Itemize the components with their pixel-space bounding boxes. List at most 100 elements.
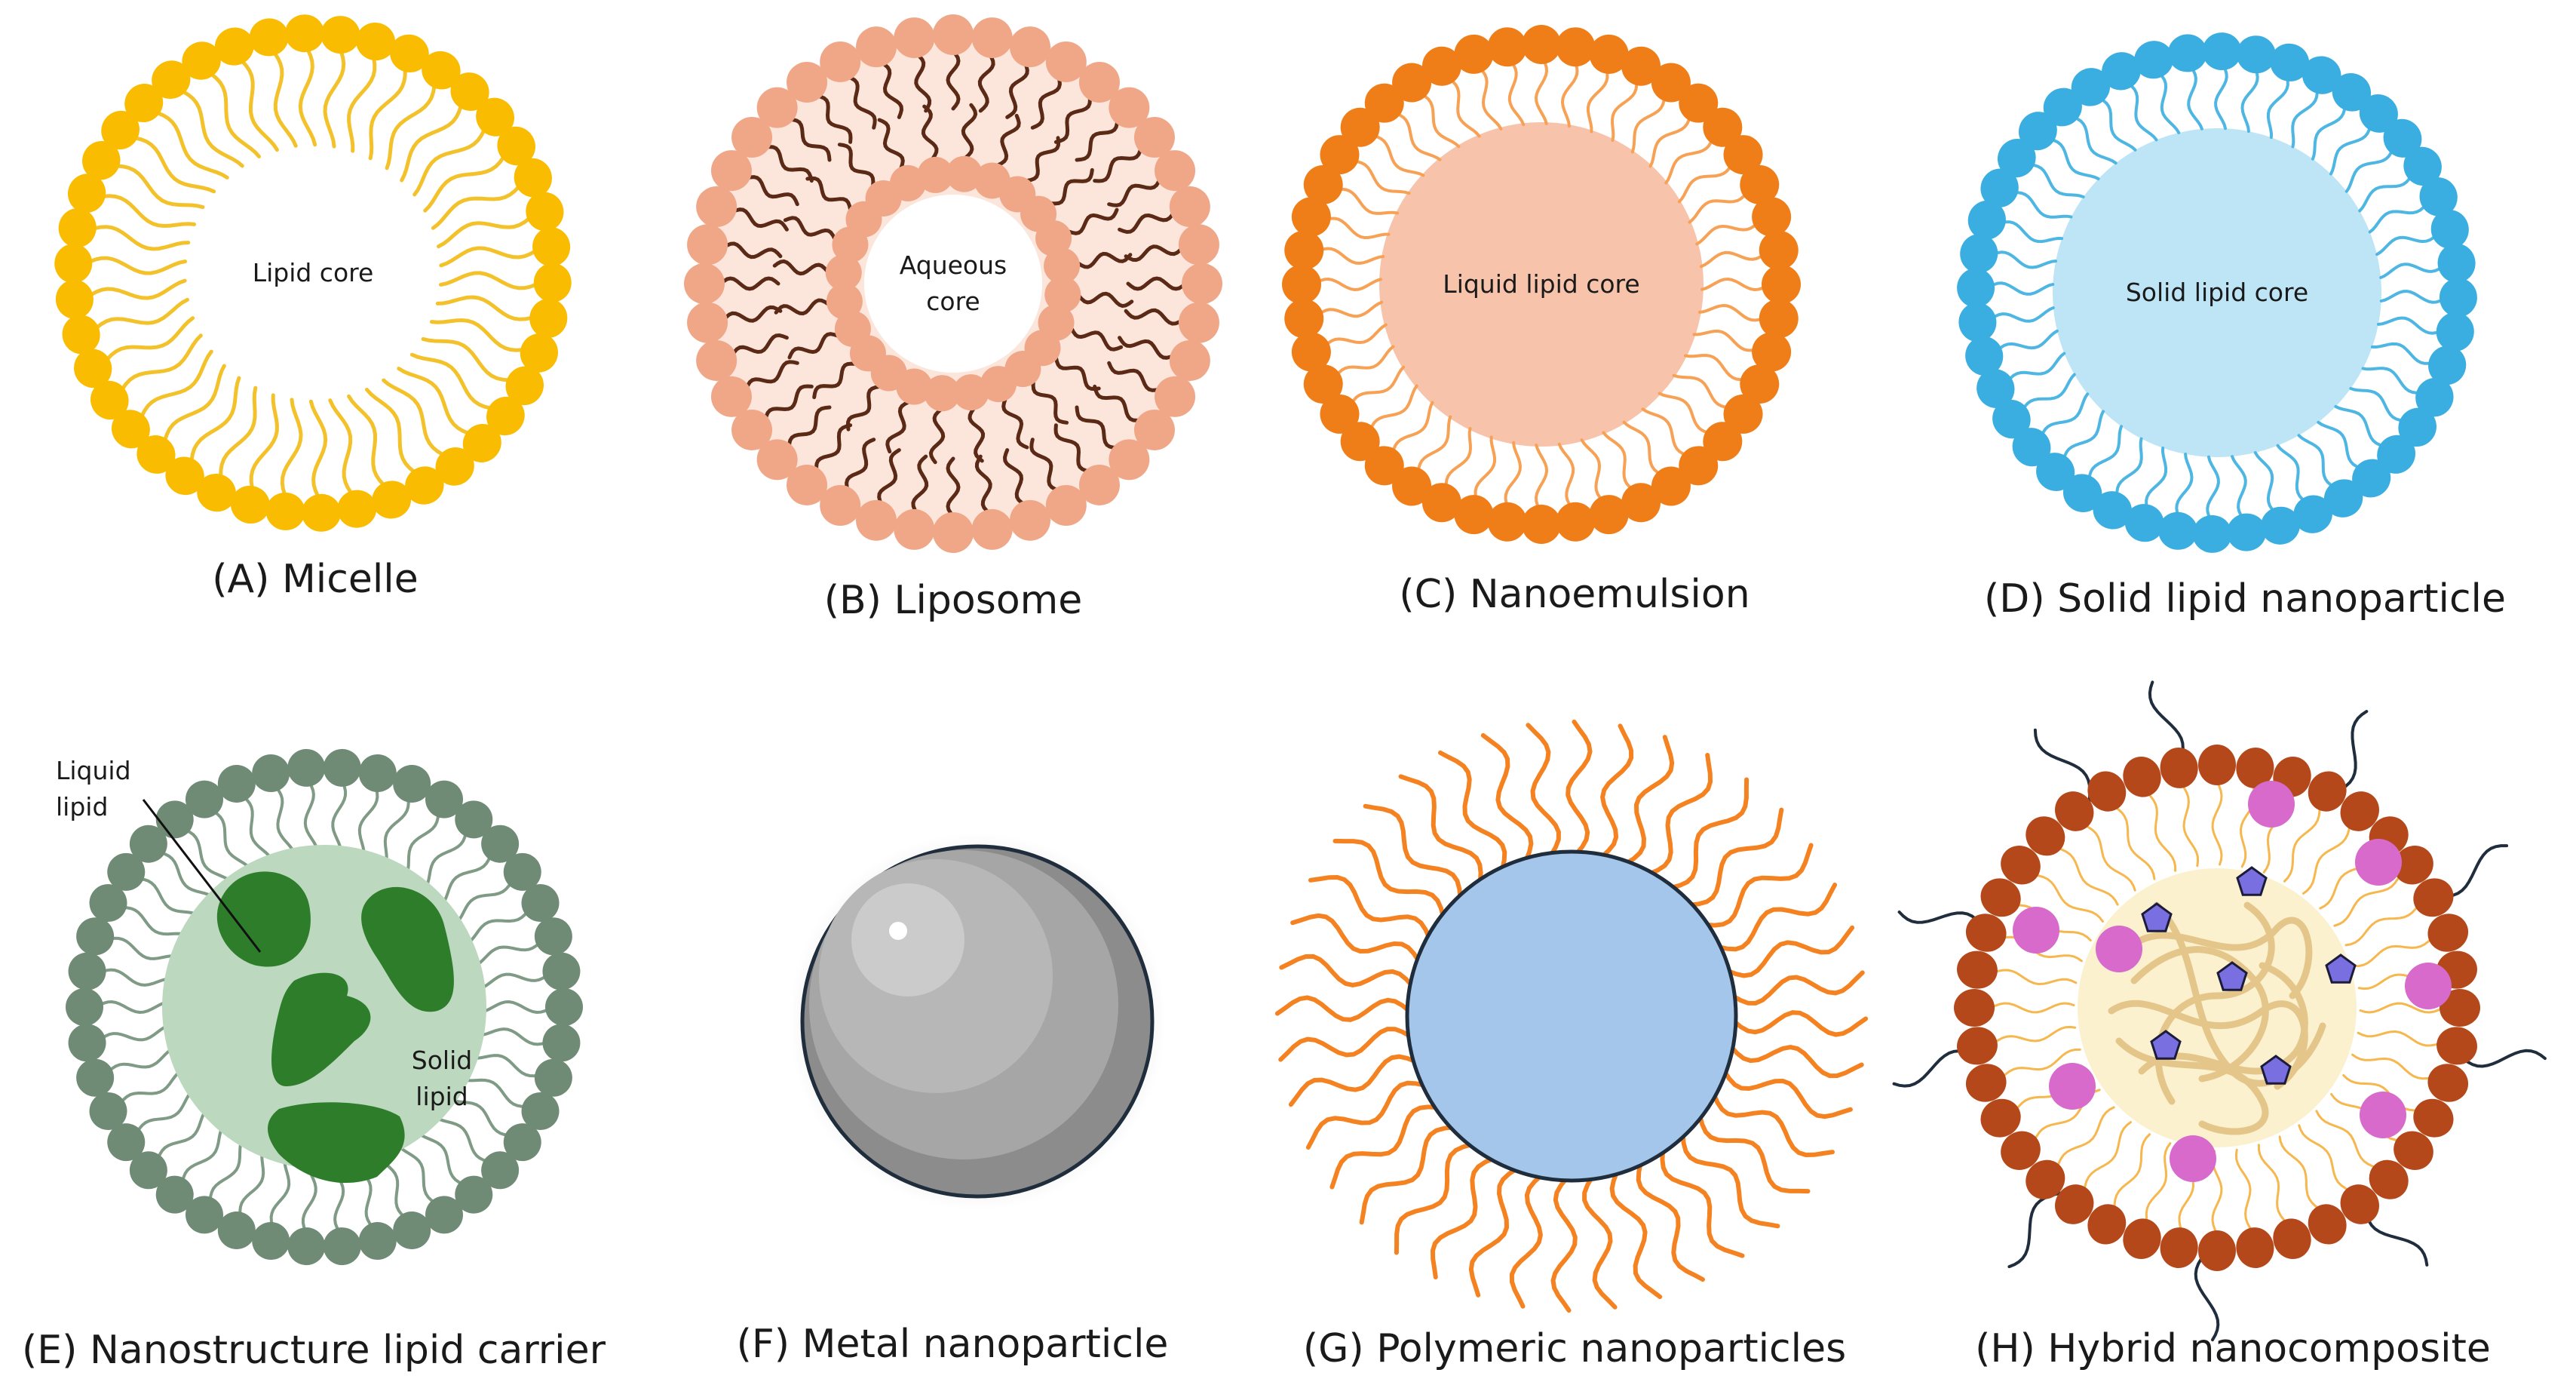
lipid-tail bbox=[2180, 783, 2200, 868]
lipid-head bbox=[2415, 377, 2454, 417]
lipid-tail bbox=[97, 968, 172, 987]
outer-tail bbox=[911, 454, 929, 515]
inner-head bbox=[917, 156, 954, 193]
lipid-tail bbox=[439, 271, 544, 290]
outer-head bbox=[1078, 62, 1120, 103]
outer-tail bbox=[1002, 448, 1027, 507]
lipid-head bbox=[1965, 1064, 2007, 1102]
surface-chain bbox=[2007, 1191, 2064, 1269]
lipid-head bbox=[2055, 791, 2094, 831]
lipid-tail bbox=[2087, 425, 2123, 486]
lipid-head bbox=[1958, 302, 1997, 342]
lipid-tail bbox=[424, 827, 468, 889]
lipid-tail bbox=[176, 87, 244, 168]
lipid-head bbox=[152, 60, 191, 100]
inner-tail bbox=[1025, 136, 1061, 183]
lipid-head bbox=[287, 1227, 326, 1266]
lipid-head bbox=[2202, 32, 2242, 71]
polymer-chain bbox=[1609, 1169, 1663, 1300]
heads bbox=[66, 748, 583, 1266]
lipid-head bbox=[2012, 428, 2051, 467]
inner-tail bbox=[996, 113, 1021, 167]
nanoemulsion-core-label: Liquid lipid core bbox=[1443, 269, 1640, 299]
lipid-head bbox=[1980, 168, 2019, 208]
outer-tail bbox=[946, 49, 961, 111]
inner-tail bbox=[1077, 291, 1134, 309]
lipid-tail bbox=[2317, 420, 2366, 471]
lipid-tail bbox=[1993, 329, 2059, 355]
outer-head bbox=[971, 508, 1013, 550]
lipid-tail bbox=[2056, 1106, 2115, 1169]
lipid-head bbox=[1723, 135, 1763, 175]
lipid-tail bbox=[189, 376, 241, 468]
drug-molecule bbox=[2325, 954, 2357, 984]
outer-tail bbox=[814, 423, 853, 474]
lipid-tail bbox=[117, 333, 203, 396]
lipid-head bbox=[1723, 394, 1763, 434]
lipid-tail bbox=[308, 399, 328, 504]
lipid-tail bbox=[2329, 120, 2373, 176]
lipid-head bbox=[155, 1175, 194, 1214]
outer-tail bbox=[1118, 210, 1176, 235]
lipid-tail bbox=[239, 792, 274, 861]
lipid-head bbox=[2394, 846, 2433, 885]
polymer-chain bbox=[1332, 838, 1446, 920]
lipid-head bbox=[2436, 312, 2474, 352]
lipid-tail bbox=[1560, 57, 1579, 128]
lipid-tail bbox=[137, 349, 213, 424]
lipid-head bbox=[1980, 1098, 2021, 1138]
outer-tail bbox=[1126, 276, 1188, 291]
lipid-head bbox=[1589, 495, 1629, 535]
lipid-head bbox=[2428, 345, 2467, 385]
polymer-chain bbox=[1716, 883, 1838, 952]
lipid-head bbox=[1752, 197, 1792, 237]
lipid-head bbox=[1487, 502, 1527, 542]
lipid-head bbox=[89, 1092, 127, 1130]
outer-head bbox=[731, 409, 773, 450]
lipid-head bbox=[1421, 46, 1461, 86]
lipid-head bbox=[503, 852, 541, 891]
lipid-tail bbox=[1534, 54, 1549, 125]
lipid-head bbox=[1740, 164, 1780, 204]
lipid-head bbox=[1392, 63, 1432, 103]
lipid-head bbox=[2377, 435, 2416, 474]
lipid-tail bbox=[1992, 969, 2078, 986]
lipid-head bbox=[68, 952, 106, 990]
lipid-tail bbox=[1367, 384, 1418, 435]
lipid-tail bbox=[1987, 306, 2055, 323]
lipid-head bbox=[2198, 1230, 2236, 1271]
lipid-tail bbox=[2253, 451, 2280, 517]
inner-head bbox=[1044, 247, 1081, 284]
lipid-tail bbox=[84, 278, 187, 300]
lipid-head bbox=[486, 396, 525, 436]
lipid-head bbox=[2055, 1184, 2094, 1224]
polymer-chain bbox=[1703, 843, 1814, 928]
lipid-head bbox=[2352, 459, 2391, 498]
lipid-head bbox=[54, 244, 93, 284]
outer-head bbox=[756, 87, 798, 128]
lipid-head bbox=[217, 1211, 256, 1250]
lipid-head bbox=[2398, 407, 2437, 447]
lipid-head bbox=[249, 18, 289, 57]
lipid-head bbox=[2018, 112, 2057, 151]
lipid-tail bbox=[280, 398, 303, 502]
lipid-tail bbox=[2024, 163, 2085, 198]
outer-head bbox=[731, 117, 773, 158]
lipid-tail bbox=[1444, 427, 1472, 494]
lipid-tail bbox=[86, 225, 191, 251]
lipid-tail bbox=[385, 78, 437, 170]
lipid-head bbox=[2302, 56, 2341, 94]
lipid-tail bbox=[204, 69, 261, 158]
drug-molecule bbox=[2150, 1030, 2182, 1060]
liquid-lipid-domain bbox=[216, 871, 311, 967]
lipid-tail bbox=[1989, 250, 2057, 269]
lipid-tail bbox=[2145, 1142, 2172, 1224]
lipid-tail bbox=[1314, 247, 1385, 266]
lipid-tail bbox=[2214, 61, 2228, 131]
outer-tail bbox=[879, 60, 904, 119]
lipid-tail bbox=[397, 367, 477, 438]
lipid-tail bbox=[328, 398, 357, 500]
lipid-tail bbox=[430, 318, 531, 352]
lipid-head bbox=[481, 1151, 520, 1190]
lipid-head bbox=[497, 126, 535, 166]
